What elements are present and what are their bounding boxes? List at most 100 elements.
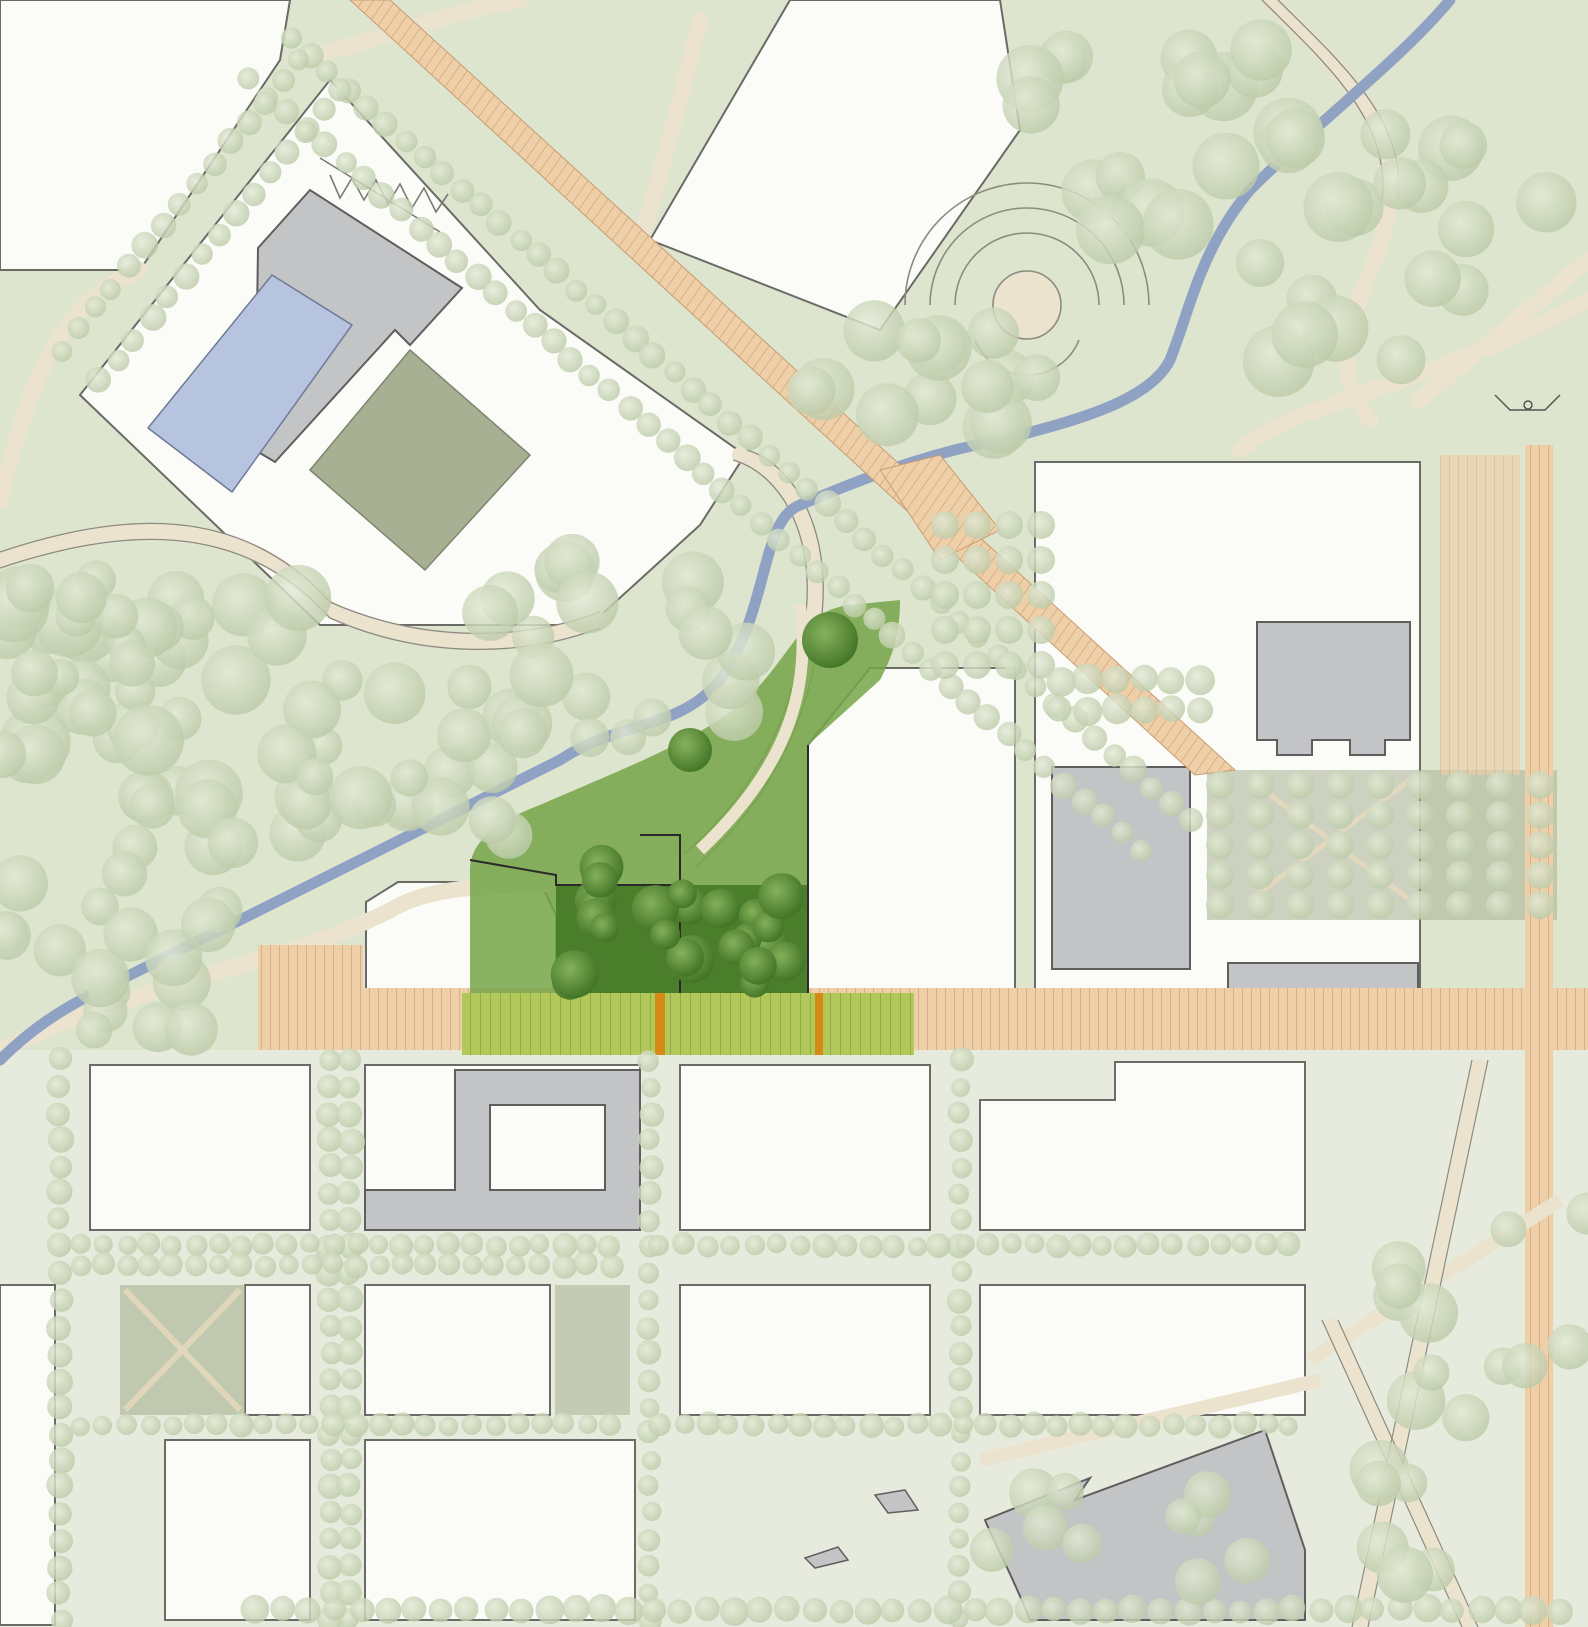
- tree-canopy: [240, 1594, 270, 1624]
- tree-canopy: [963, 616, 991, 644]
- tree-canopy: [0, 730, 26, 779]
- tree-canopy: [963, 1598, 988, 1622]
- block-b3: [364, 1284, 551, 1416]
- tree-canopy: [1265, 108, 1326, 168]
- tree-canopy: [656, 428, 681, 453]
- tree-canopy: [444, 249, 469, 273]
- tree-canopy: [1258, 1413, 1279, 1434]
- tree-canopy: [1366, 801, 1394, 829]
- tree-canopy: [137, 1254, 160, 1277]
- tree-canopy: [160, 1235, 182, 1257]
- tree-canopy: [1326, 861, 1354, 889]
- tree-canopy: [485, 1415, 506, 1436]
- tree-canopy: [1046, 1234, 1070, 1259]
- block-c2: [364, 1439, 636, 1621]
- tree-canopy: [963, 581, 991, 609]
- tree-canopy: [0, 911, 31, 960]
- tree-canopy: [1027, 651, 1055, 679]
- tree-canopy: [1091, 803, 1115, 828]
- tree-canopy: [497, 708, 548, 759]
- tree-canopy: [1113, 1234, 1137, 1258]
- tree-canopy: [883, 1416, 905, 1437]
- tree-canopy: [694, 1596, 720, 1622]
- tree-canopy: [337, 1315, 363, 1341]
- tree-canopy: [81, 887, 119, 926]
- tree-canopy: [854, 1598, 882, 1625]
- tree-canopy: [1376, 1546, 1434, 1603]
- tree-canopy: [552, 1412, 574, 1434]
- tree-canopy: [120, 329, 144, 352]
- tree-canopy: [718, 1414, 739, 1435]
- tree-canopy: [99, 279, 121, 300]
- tree-canopy: [829, 1600, 854, 1624]
- tree-canopy: [1486, 891, 1514, 919]
- tree-canopy: [1413, 1593, 1442, 1623]
- tree-canopy: [1206, 861, 1234, 889]
- tree-canopy: [642, 1501, 662, 1521]
- tree-canopy: [997, 721, 1022, 747]
- tree-canopy: [259, 161, 282, 184]
- tree-canopy: [270, 1595, 296, 1621]
- tree-canopy: [319, 1527, 341, 1549]
- tree-canopy: [948, 1183, 970, 1205]
- tree-canopy: [1165, 1498, 1201, 1535]
- tree-canopy: [680, 377, 707, 403]
- tree-canopy: [1206, 801, 1234, 829]
- tree-canopy: [311, 131, 338, 158]
- tree-canopy: [716, 410, 743, 436]
- tree-canopy: [460, 1232, 484, 1256]
- tree-canopy: [317, 1473, 344, 1500]
- tree-canopy: [1101, 693, 1133, 725]
- tree-canopy: [951, 1260, 973, 1282]
- tree-canopy: [880, 1598, 905, 1623]
- tree-canopy: [1303, 172, 1374, 242]
- tree-canopy: [101, 851, 148, 897]
- tree-canopy: [236, 110, 262, 136]
- tree-canopy: [389, 197, 414, 222]
- west-stair: [258, 945, 363, 1050]
- tree-canopy: [336, 1579, 362, 1606]
- tree-canopy: [251, 1232, 274, 1255]
- tree-canopy: [1286, 861, 1314, 889]
- tree-canopy: [183, 1413, 205, 1434]
- tree-canopy: [1286, 891, 1314, 919]
- tree-canopy: [1366, 771, 1394, 799]
- tree-canopy: [585, 293, 607, 315]
- tree-canopy: [672, 1232, 695, 1255]
- tree-canopy: [697, 392, 722, 417]
- tree-canopy: [437, 1252, 461, 1276]
- tree-canopy: [131, 231, 159, 259]
- tree-canopy: [93, 1234, 113, 1254]
- tree-canopy: [481, 1254, 504, 1276]
- tree-canopy: [949, 1528, 969, 1549]
- tree-canopy: [370, 1255, 390, 1275]
- tree-canopy: [1032, 755, 1055, 778]
- tree-canopy: [696, 1411, 721, 1436]
- tree-canopy: [1130, 839, 1152, 862]
- tree-canopy: [318, 1153, 343, 1177]
- tree-canopy: [891, 558, 914, 581]
- tree-canopy: [931, 581, 959, 609]
- tree-canopy: [1206, 771, 1234, 799]
- tree-canopy: [947, 1101, 970, 1124]
- tree-canopy: [949, 1047, 974, 1072]
- tree-canopy: [582, 862, 618, 898]
- tree-canopy: [145, 929, 203, 987]
- tree-canopy: [411, 777, 470, 836]
- tree-canopy: [462, 1255, 483, 1275]
- tree-canopy: [908, 1599, 932, 1623]
- tree-canopy: [294, 120, 317, 144]
- tree-canopy: [70, 1233, 91, 1254]
- tree-canopy: [1073, 697, 1103, 727]
- tree-canopy: [535, 1595, 565, 1625]
- tree-canopy: [294, 1597, 321, 1624]
- tree-canopy: [907, 1412, 929, 1434]
- tree-canopy: [1439, 121, 1488, 169]
- tree-canopy: [1278, 1416, 1298, 1436]
- tree-canopy: [336, 1284, 364, 1312]
- tree-canopy: [901, 641, 924, 665]
- tree-canopy: [1494, 1596, 1523, 1625]
- tree-canopy: [1334, 1594, 1364, 1624]
- tree-canopy: [46, 1580, 71, 1605]
